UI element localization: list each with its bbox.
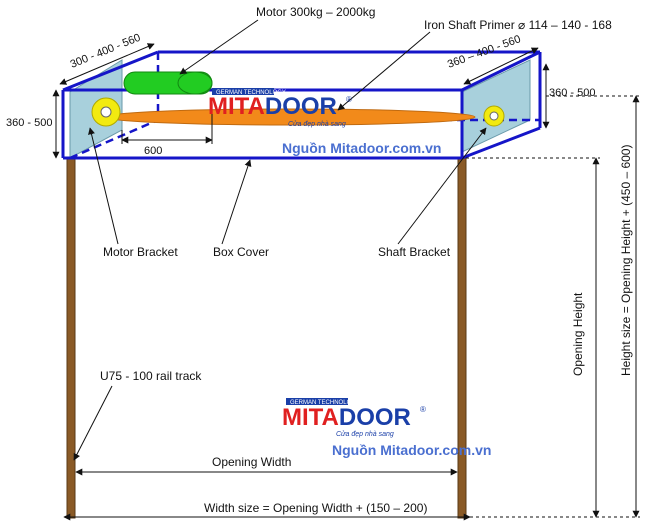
right-height-dim-label: 360 - 500 [549,87,595,99]
dim-600-label: 600 [144,145,162,157]
leader-lines [73,19,487,461]
logo-bottom-red: MITA [282,404,339,431]
logo-bottom-band [286,398,348,405]
logo-top-red: MITA [208,93,265,120]
motor-bracket-label: Motor Bracket [103,245,178,259]
logo-top-tagline: Cửa đẹp nhà sang [288,120,346,128]
left-rail-post [66,157,76,519]
logo-bottom-small: GERMAN TECHNOLOGY [290,400,360,406]
dim-right-depth-line [463,47,539,85]
logo-top-brand: MITADOOR [208,93,337,120]
watermark-bottom: Nguồn Mitadoor.com.vn [332,442,491,458]
opening-height-label: Opening Height [571,292,585,376]
logo-top-band [212,88,274,95]
opening-width-label: Opening Width [212,455,291,469]
shaft-bracket-hole [489,111,499,121]
motor-label: Motor 300kg – 2000kg [256,5,375,19]
logo-bottom-tagline: Cửa đẹp nhà sang [336,430,394,438]
logo-top-blue: DOOR [265,93,337,120]
left-height-dim-label: 360 - 500 [6,117,52,129]
width-size-label: Width size = Opening Width + (150 – 200) [204,501,427,515]
watermark-top: Nguồn Mitadoor.com.vn [282,140,441,156]
shaft-label: Iron Shaft Primer ⌀ 114 – 140 - 168 [424,18,612,32]
right-rail-post [457,157,467,519]
motor-bracket-hole [100,106,112,118]
logo-top-small: GERMAN TECHNOLOGY [216,90,286,96]
mitadoor-logo-top: GERMAN TECHNOLOGY MITADOOR ® Cửa đẹp nhà… [208,88,352,128]
logo-bottom-brand: MITADOOR [282,404,411,431]
box-cover-label: Box Cover [213,245,269,259]
dim-left-depth-line [59,43,155,85]
rail-track-label: U75 - 100 rail track [100,369,202,383]
height-size-label: Height size = Opening Height + (450 – 60… [619,145,633,376]
logo-bottom-blue: DOOR [339,404,411,431]
motor-end [177,71,213,95]
mitadoor-logo-bottom: GERMAN TECHNOLOGY MITADOOR ® Cửa đẹp nhà… [282,398,426,438]
shaft-bracket-label: Shaft Bracket [378,245,451,259]
logo-bottom-registered: ® [420,405,426,414]
logo-top-registered: ® [346,95,352,104]
